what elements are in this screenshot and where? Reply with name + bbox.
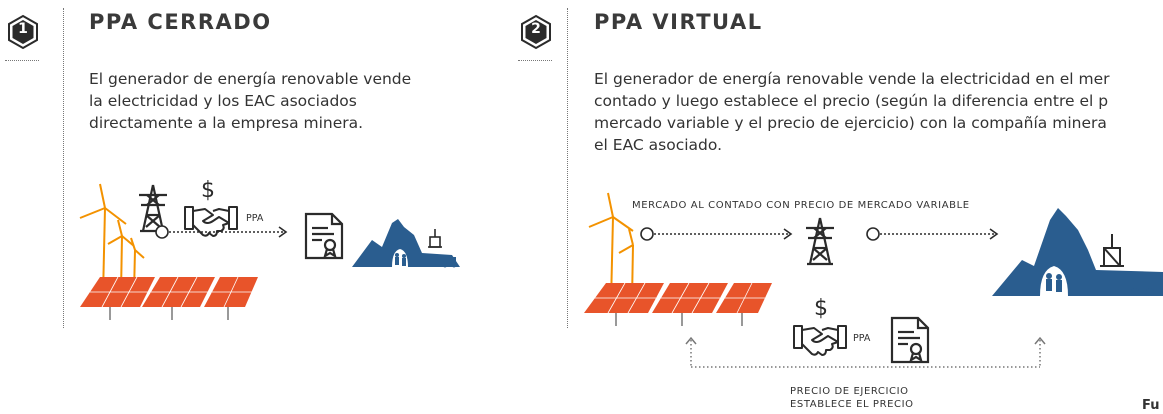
dollar-icon: $ <box>814 296 828 321</box>
handshake-icon <box>793 325 847 356</box>
description-line: mercado variable y el precio de ejercici… <box>594 114 1107 132</box>
solar-panel-icon <box>80 276 258 320</box>
arrow-icon <box>640 227 793 241</box>
mine-mountain-icon <box>352 219 460 268</box>
mine-mountain-icon <box>992 208 1163 296</box>
transmission-tower-icon <box>139 184 167 233</box>
panel-description: El generador de energía renovable vende … <box>89 68 411 134</box>
strike-price-bracket-icon <box>685 336 1046 368</box>
certificate-icon <box>304 212 344 260</box>
arrow-icon <box>866 227 999 241</box>
description-line: la electricidad y los EAC asociados <box>89 92 357 110</box>
panel-title: PPA CERRADO <box>89 10 272 34</box>
description-line: contado y luego establece el precio (seg… <box>594 92 1109 110</box>
panel-title: PPA VIRTUAL <box>594 10 763 34</box>
wind-turbine-icon <box>588 192 634 304</box>
description-line: directamente a la empresa minera. <box>89 114 364 132</box>
panel-divider <box>63 8 64 328</box>
solar-panel-icon <box>584 282 772 326</box>
strike-price-line: ESTABLECE EL PRECIO <box>790 399 914 410</box>
badge-number: 1 <box>18 21 28 37</box>
badge-underline <box>5 60 39 61</box>
badge-1-icon <box>8 14 38 50</box>
market-label: MERCADO AL CONTADO CON PRECIO DE MERCADO… <box>632 200 970 211</box>
badge-2-icon <box>521 14 551 50</box>
transmission-tower-icon <box>806 217 834 266</box>
badge-underline <box>518 60 552 61</box>
panel-description: El generador de energía renovable vende … <box>594 68 1163 156</box>
badge-number: 2 <box>531 21 541 37</box>
ppa-label: PPA <box>246 213 264 224</box>
description-line: El generador de energía renovable vende <box>89 70 412 88</box>
description-line: el EAC asociado. <box>594 136 723 154</box>
strike-price-line: PRECIO DE EJERCICIO <box>790 386 909 397</box>
handshake-icon <box>184 206 238 237</box>
strike-price-label: PRECIO DE EJERCICIO ESTABLECE EL PRECIO <box>790 385 914 411</box>
arrow-icon <box>155 225 288 239</box>
dollar-icon: $ <box>201 178 215 203</box>
certificate-icon <box>890 316 930 364</box>
panel-divider <box>567 8 568 328</box>
source-label: Fu <box>1142 398 1160 413</box>
ppa-label: PPA <box>853 333 871 344</box>
description-line: El generador de energía renovable vende … <box>594 70 1110 88</box>
